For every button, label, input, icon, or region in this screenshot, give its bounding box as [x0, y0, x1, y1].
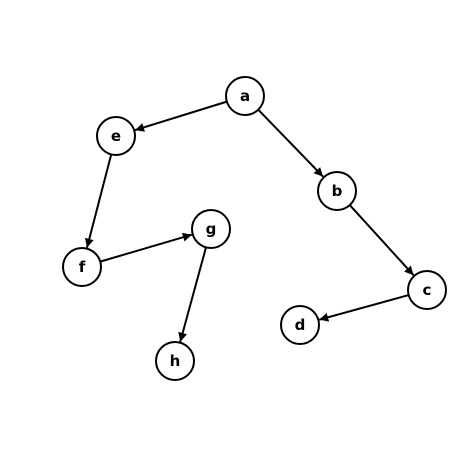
edge-c-d	[319, 294, 409, 322]
node-circle-h	[155, 341, 195, 381]
nodes: a b c d e f g h	[62, 76, 447, 381]
node-b: b	[317, 171, 357, 211]
node-a: a	[225, 76, 265, 116]
node-circle-a	[225, 76, 265, 116]
node-f: f	[62, 247, 102, 287]
node-c: c	[407, 270, 447, 310]
edge-g-h	[178, 247, 207, 342]
node-circle-e	[96, 116, 136, 156]
node-label-d: d	[295, 316, 306, 334]
node-label-f: f	[79, 258, 86, 276]
node-label-c: c	[423, 281, 432, 299]
node-g: g	[191, 209, 231, 249]
node-label-e: e	[111, 127, 121, 145]
node-h: h	[155, 341, 195, 381]
node-label-b: b	[332, 182, 343, 200]
edge-b-c	[349, 204, 415, 276]
node-e: e	[96, 116, 136, 156]
edges	[84, 100, 415, 342]
node-circle-d	[280, 305, 320, 345]
node-circle-b	[317, 171, 357, 211]
edge-a-b	[257, 108, 324, 178]
edge-a-e	[134, 100, 228, 132]
edge-f-g	[99, 232, 193, 263]
node-circle-f	[62, 247, 102, 287]
node-d: d	[280, 305, 320, 345]
node-circle-c	[407, 270, 447, 310]
node-label-g: g	[206, 220, 217, 238]
node-label-h: h	[170, 352, 181, 370]
node-circle-g	[191, 209, 231, 249]
node-label-a: a	[240, 87, 250, 105]
edge-e-f	[84, 154, 113, 248]
